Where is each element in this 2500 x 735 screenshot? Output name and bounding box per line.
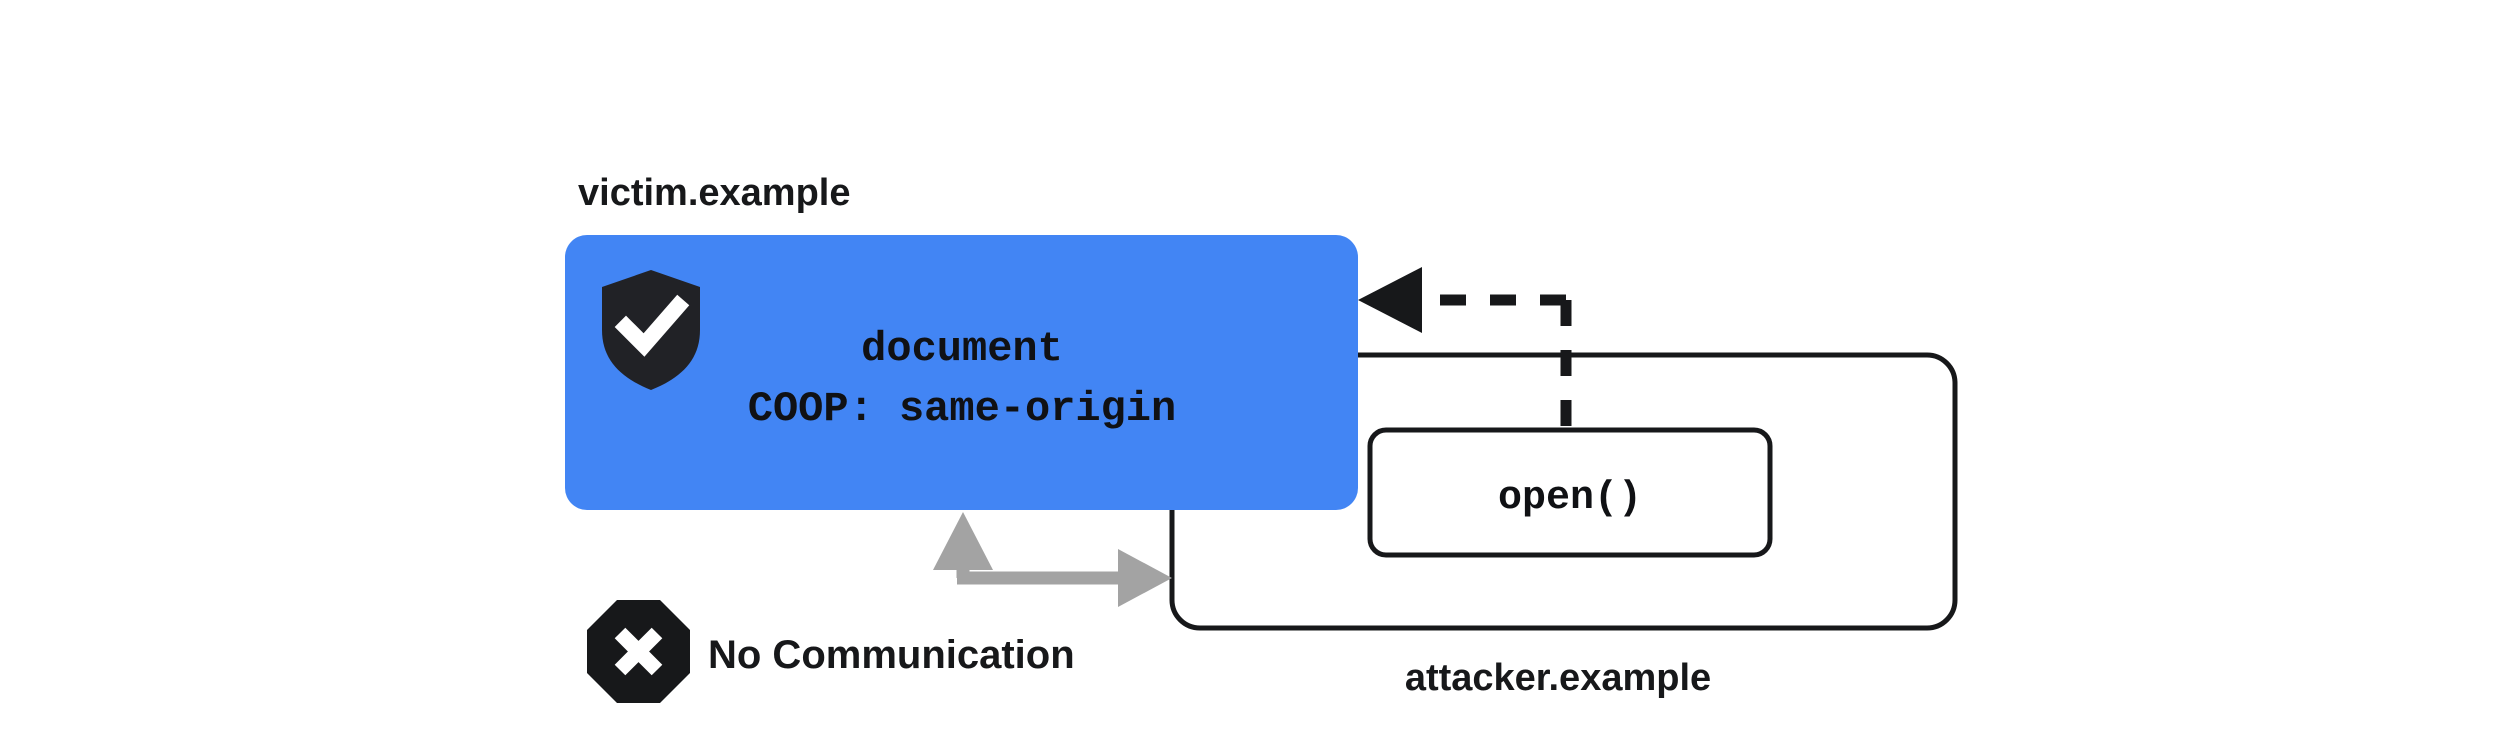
arrow-head-right (1118, 549, 1172, 607)
open-call-box (1367, 427, 1773, 558)
victim-doc-line2: COOP: same-origin (748, 385, 1176, 433)
dashed-arrow-left-icon (1358, 267, 1572, 430)
blocked-communication-arrow (933, 512, 1172, 607)
victim-document-box (565, 235, 1358, 510)
octagon-x-icon (587, 600, 690, 703)
dashed-arrow-head (1358, 267, 1422, 333)
arrow-head-up (933, 512, 993, 570)
open-call-label: open() (1498, 476, 1642, 521)
victim-doc-line1: document (861, 325, 1063, 373)
shield-check-icon (602, 270, 700, 390)
victim-label: victim.example (578, 172, 850, 214)
attacker-label: attacker.example (1405, 657, 1711, 699)
no-communication-label: No Communication (708, 633, 1075, 677)
